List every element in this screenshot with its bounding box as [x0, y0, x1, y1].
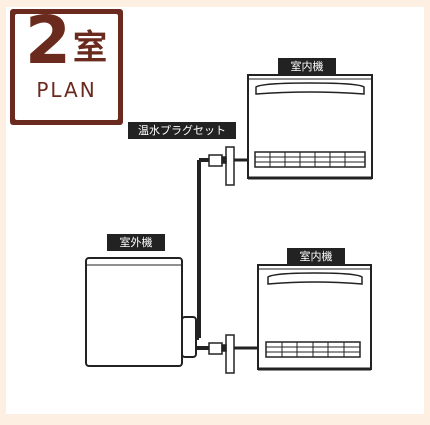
- outdoor-unit: [85, 257, 197, 367]
- indoor-top-label: 室内機: [278, 58, 336, 75]
- pipes: [187, 158, 258, 350]
- valve-top: [208, 146, 235, 186]
- valve-set-label: 温水プラグセット: [128, 122, 236, 139]
- plan-badge-inner: 2 室 PLAN: [15, 8, 118, 120]
- valve-bottom: [208, 334, 235, 374]
- valve-top-body: [208, 154, 223, 167]
- valve-bottom-stem: [221, 344, 227, 352]
- valve-top-plate: [225, 146, 235, 186]
- indoor-bottom-panel: [267, 272, 363, 285]
- outdoor-port-box: [181, 316, 197, 358]
- outdoor-body: [85, 257, 183, 367]
- indoor-unit-bottom: [257, 264, 372, 371]
- indoor-unit-top: [247, 74, 373, 180]
- indoor-top-louver: [254, 151, 366, 168]
- outdoor-label: 室外機: [107, 234, 165, 251]
- valve-top-stem: [221, 156, 227, 164]
- indoor-bottom-louver-slats: [266, 342, 360, 357]
- plan-number: 2: [25, 2, 71, 79]
- indoor-top-louver-slats: [255, 152, 365, 167]
- indoor-bottom-label: 室内機: [287, 248, 345, 265]
- indoor-top-panel: [255, 82, 365, 95]
- plan-badge: 2 室 PLAN: [10, 8, 123, 125]
- valve-bottom-plate: [225, 334, 235, 374]
- plan-room-char: 室: [73, 28, 107, 68]
- valve-bottom-body: [208, 342, 223, 355]
- plan-word: PLAN: [36, 78, 97, 102]
